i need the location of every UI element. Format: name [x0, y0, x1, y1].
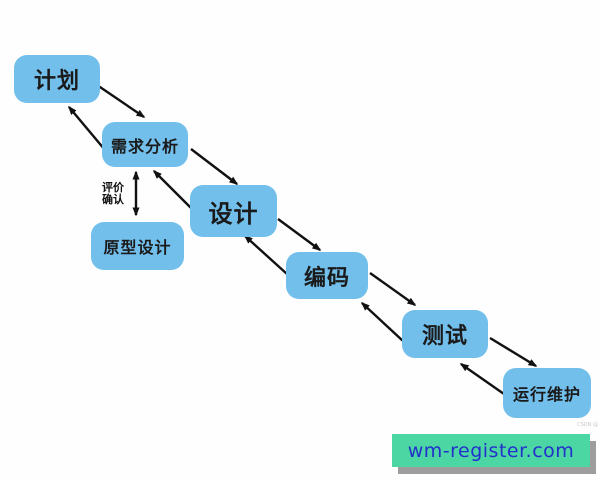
- node-requirements-analysis: 需求分析: [102, 122, 188, 167]
- node-plan: 计划: [14, 55, 100, 103]
- csdn-watermark-text: CSDN @: [577, 422, 598, 428]
- arrow-testing-to-maintenance: [489, 336, 538, 368]
- watermark-banner: wm-register.com: [392, 434, 590, 467]
- arrow-design-to-coding: [277, 218, 322, 251]
- arrow-requirements-to-design: [190, 148, 239, 185]
- node-coding: 编码: [286, 252, 368, 299]
- edge-label-line1: 评价: [102, 181, 124, 194]
- arrow-plan-to-requirements: [96, 84, 146, 118]
- arrow-requirements-to-plan: [68, 105, 106, 151]
- edge-label-line2: 确认: [102, 193, 124, 206]
- arrow-maintenance-to-testing: [459, 363, 505, 395]
- edge-label-evaluate-confirm: 评价 确认: [94, 182, 132, 206]
- node-operation-maintenance: 运行维护: [503, 368, 591, 418]
- watermark-banner-text: wm-register.com: [407, 439, 575, 462]
- node-testing: 测试: [402, 310, 488, 358]
- arrow-testing-to-coding: [360, 301, 404, 342]
- arrow-coding-to-design: [243, 234, 288, 275]
- node-design: 设计: [190, 185, 277, 237]
- arrow-design-to-requirements: [152, 169, 197, 214]
- node-prototype-design: 原型设计: [91, 222, 184, 270]
- arrow-coding-to-testing: [369, 272, 417, 306]
